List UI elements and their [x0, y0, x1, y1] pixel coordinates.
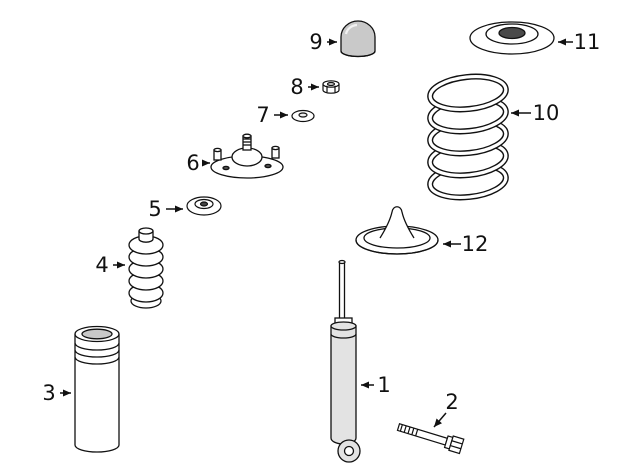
callout-2-label: 2: [445, 390, 458, 414]
callout-8[interactable]: 8: [290, 75, 319, 99]
callout-11[interactable]: 11: [558, 30, 600, 54]
callout-5[interactable]: 5: [148, 197, 183, 221]
part-washer: [291, 109, 315, 123]
callout-9[interactable]: 9: [309, 30, 337, 54]
callout-8-label: 8: [290, 75, 303, 99]
part-cap: [340, 20, 376, 58]
part-nut: [322, 80, 340, 94]
part-upper-spring-pad: [469, 21, 555, 55]
part-lower-spring-pad: [355, 206, 439, 255]
part-strut-mount: [210, 133, 284, 179]
part-dust-boot-tube: [74, 325, 120, 453]
callout-7-label: 7: [256, 103, 269, 127]
callout-1[interactable]: 1: [361, 373, 391, 397]
callout-4[interactable]: 4: [95, 253, 125, 277]
callout-2[interactable]: 2: [433, 390, 459, 428]
callout-4-label: 4: [95, 253, 108, 277]
part-bump-stop-bellows: [128, 227, 164, 309]
callout-6-label: 6: [186, 151, 199, 175]
callout-10[interactable]: 10: [511, 101, 559, 125]
part-shock-absorber: [330, 259, 361, 463]
callout-11-label: 11: [574, 30, 601, 54]
callout-5-label: 5: [148, 197, 161, 221]
callout-1-label: 1: [377, 373, 390, 397]
callout-6[interactable]: 6: [186, 151, 210, 175]
part-coil-spring: [427, 73, 509, 201]
part-mounting-bolt: [396, 422, 465, 455]
callout-9-label: 9: [309, 30, 322, 54]
callout-12-label: 12: [462, 232, 489, 256]
callout-10-label: 10: [533, 101, 560, 125]
callout-3[interactable]: 3: [42, 381, 71, 405]
callout-7[interactable]: 7: [256, 103, 288, 127]
part-mount-grommet: [186, 196, 222, 216]
callout-3-label: 3: [42, 381, 55, 405]
callout-12[interactable]: 12: [443, 232, 488, 256]
